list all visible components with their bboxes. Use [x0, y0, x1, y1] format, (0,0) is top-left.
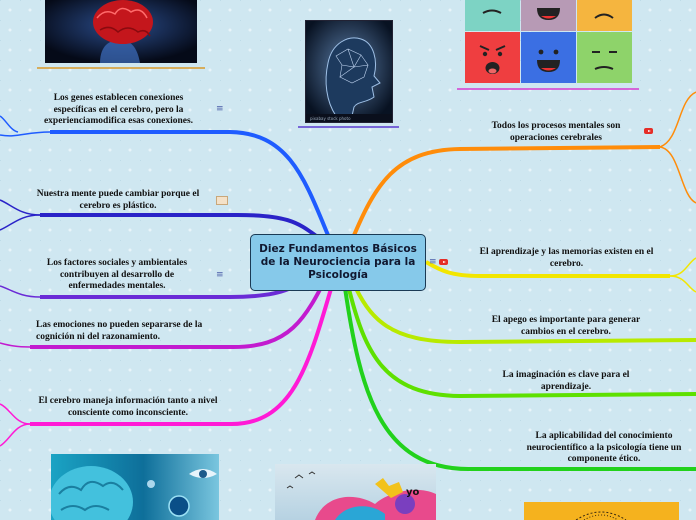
node-genes-label: Los genes establecen conexiones específi…	[43, 93, 194, 126]
node-sociales-label: Los factores sociales y ambientales cont…	[46, 258, 188, 291]
image-thumbnail-icon[interactable]	[216, 196, 228, 205]
node-aprendizaje-label: El aprendizaje y las memorias existen en…	[479, 247, 654, 269]
collage-label: yo	[406, 487, 420, 498]
node-plastico-label: Nuestra mente puede cambiar porque el ce…	[36, 189, 200, 211]
notes-icon[interactable]: ≡	[429, 257, 437, 267]
node-aprendizaje[interactable]: El aprendizaje y las memorias existen en…	[473, 247, 660, 270]
youtube-icon[interactable]	[439, 259, 448, 265]
node-etico-label: La aplicabilidad del conocimiento neuroc…	[526, 431, 682, 464]
branch-line-apego	[350, 279, 696, 345]
yellow-sun-image	[524, 502, 679, 520]
laughing-face-icon	[521, 0, 576, 31]
node-apego[interactable]: El apego es importante para generar camb…	[482, 315, 650, 338]
node-emociones-label: Las emociones no pueden separarse de la …	[36, 320, 203, 342]
image-caption: pixabay stock photo	[310, 116, 351, 121]
node-consciente[interactable]: El cerebro maneja información tanto a ni…	[38, 396, 218, 419]
node-etico[interactable]: La aplicabilidad del conocimiento neuroc…	[518, 431, 690, 466]
neutral-face-icon	[577, 32, 632, 83]
collage-image: yo	[275, 464, 436, 520]
notes-icon[interactable]: ≡	[216, 104, 224, 114]
head-network-image: pixabay stock photo	[305, 20, 393, 123]
brain-image	[45, 0, 197, 63]
branch-line-genes	[50, 130, 332, 241]
node-procesos[interactable]: Todos los procesos mentales son operacio…	[476, 121, 636, 144]
branch-line-aprendizaje	[425, 260, 670, 278]
node-plastico[interactable]: Nuestra mente puede cambiar porque el ce…	[28, 189, 208, 212]
branch-line-imaginacion	[346, 284, 696, 399]
node-apego-label: El apego es importante para generar camb…	[491, 315, 641, 337]
central-topic[interactable]: Diez Fundamentos Básicos de la Neurocien…	[250, 234, 426, 291]
calm-face-icon	[465, 0, 520, 31]
notes-icon[interactable]: ≡	[216, 270, 224, 280]
youtube-icon[interactable]	[644, 128, 653, 134]
happy-face-icon	[521, 32, 576, 83]
sad-face-icon	[577, 0, 632, 31]
brain-eye-image	[51, 454, 219, 520]
node-procesos-label: Todos los procesos mentales son operacio…	[491, 121, 621, 143]
central-topic-title: Diez Fundamentos Básicos de la Neurocien…	[259, 243, 417, 281]
node-emociones[interactable]: Las emociones no pueden separarse de la …	[36, 320, 222, 343]
branch-line-consciente	[30, 274, 337, 427]
emoji-faces-image	[465, 0, 632, 84]
node-imaginacion-label: La imaginación es clave para el aprendiz…	[502, 370, 630, 392]
branch-line-etico	[343, 287, 696, 472]
node-imaginacion[interactable]: La imaginación es clave para el aprendiz…	[493, 370, 639, 393]
node-genes[interactable]: Los genes establecen conexiones específi…	[37, 93, 200, 128]
node-sociales[interactable]: Los factores sociales y ambientales cont…	[37, 258, 197, 293]
node-consciente-label: El cerebro maneja información tanto a ni…	[38, 396, 218, 418]
branch-line-procesos	[350, 145, 661, 241]
angry-face-icon	[465, 32, 520, 83]
